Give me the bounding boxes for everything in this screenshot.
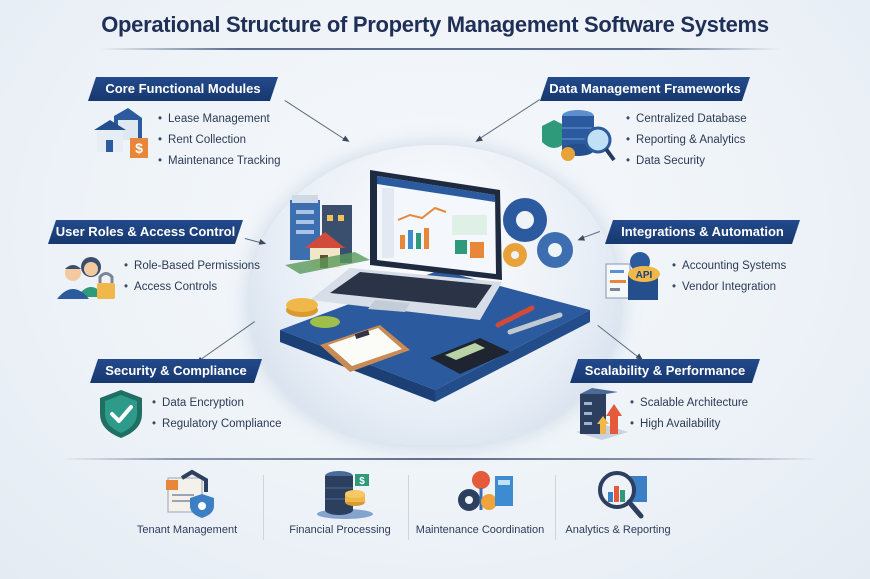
page-title: Operational Structure of Property Manage… xyxy=(101,12,769,37)
bullet-item: Vendor Integration xyxy=(672,277,786,298)
arrow-center-to-security xyxy=(197,321,255,363)
bullet-item: Role-Based Permissions xyxy=(124,256,260,277)
panel-heading: Data Management Frameworks xyxy=(540,77,750,101)
svg-text:$: $ xyxy=(359,476,365,487)
calculator-icon xyxy=(430,338,510,374)
title-underline xyxy=(100,48,780,50)
bottom-item-label: Maintenance Coordination xyxy=(415,524,545,536)
laptop-icon xyxy=(310,170,502,320)
bottom-item-label: Analytics & Reporting xyxy=(565,524,671,536)
panel-heading: User Roles & Access Control xyxy=(48,220,243,244)
wrenches-icon xyxy=(495,305,563,335)
house-dollar-icon: $ xyxy=(94,108,148,158)
svg-text:API: API xyxy=(636,270,653,281)
bullet-item: Scalable Architecture xyxy=(630,393,748,414)
server-growth-icon xyxy=(576,388,628,440)
bullet-item: High Availability xyxy=(630,414,748,435)
gear-tools-icon xyxy=(458,471,513,511)
bullet-item: Data Security xyxy=(626,151,747,172)
bullet-item: Regulatory Compliance xyxy=(152,414,282,435)
coins-icon xyxy=(286,298,340,328)
bullet-item: Reporting & Analytics xyxy=(626,130,747,151)
arrow-users-to-center xyxy=(244,238,265,245)
api-gear-icon: API xyxy=(605,252,660,300)
panel-heading: Core Functional Modules xyxy=(88,77,278,101)
tenant-document-icon xyxy=(166,469,214,518)
panel-heading: Integrations & Automation xyxy=(605,220,800,244)
database-coins-icon: $ xyxy=(317,471,373,519)
bullet-item: Access Controls xyxy=(124,277,260,298)
separator xyxy=(263,475,264,540)
shield-check-icon xyxy=(100,390,142,438)
database-shield-magnifier-icon xyxy=(542,110,616,162)
clipboard-icon xyxy=(320,325,410,372)
bullet-item: Accounting Systems xyxy=(672,256,786,277)
panel-heading: Security & Compliance xyxy=(90,359,262,383)
bullet-item: Rent Collection xyxy=(158,130,281,151)
users-lock-icon xyxy=(57,257,115,299)
svg-text:$: $ xyxy=(135,140,143,156)
bottom-item-label: Tenant Management xyxy=(136,524,238,536)
panel-heading: Scalability & Performance xyxy=(570,359,760,383)
arrow-data-to-center xyxy=(476,99,540,141)
center-illustration xyxy=(280,170,590,402)
buildings-icon xyxy=(285,195,370,274)
separator xyxy=(408,475,409,540)
gears-icon xyxy=(503,198,573,268)
bullet-item: Maintenance Tracking xyxy=(158,151,281,172)
bullet-item: Centralized Database xyxy=(626,109,747,130)
section-divider xyxy=(60,458,820,460)
arrow-core-to-center xyxy=(284,100,348,142)
magnifier-chart-icon xyxy=(598,471,647,519)
bullet-item: Data Encryption xyxy=(152,393,282,414)
bullet-item: Lease Management xyxy=(158,109,281,130)
bottom-item-label: Financial Processing xyxy=(289,524,391,536)
separator xyxy=(555,475,556,540)
